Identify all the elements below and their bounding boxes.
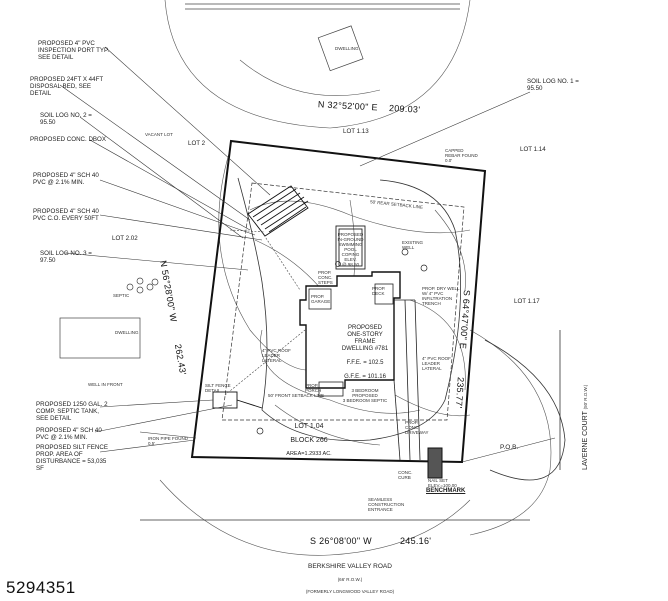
road-former-name: (FORMERLY LONGWOOD VALLEY ROAD) bbox=[305, 589, 395, 594]
road-name: BERKSHIRE VALLEY ROAD bbox=[308, 563, 392, 570]
side-road-row: (50' R.O.W.) bbox=[583, 384, 588, 410]
adjacent-lot-113: LOT 1.13 bbox=[343, 128, 369, 135]
label-leader-right: 4" PVC ROOF LEADER LATERAL bbox=[422, 356, 451, 371]
label-septic: SEPTIC bbox=[113, 293, 130, 298]
callout-leaders bbox=[59, 46, 556, 463]
septic-tank bbox=[212, 391, 263, 409]
callout-septic-tank: PROPOSED 1250 GAL. 2 COMP. SEPTIC TANK, … bbox=[36, 401, 108, 422]
label-nail-set: NAIL SET ELEV.=100.00 bbox=[428, 478, 457, 488]
pool-label: PROPOSED IN-GROUND SWIMMING POOL COPING … bbox=[337, 232, 364, 267]
label-steps: PROP. CONC. STEPS bbox=[318, 270, 333, 285]
south-bearing: S 26°08'00" W 245.16' bbox=[310, 531, 432, 546]
side-road-name: LAVERNE COURT bbox=[582, 411, 589, 470]
callout-inspection-port: PROPOSED 4" PVC INSPECTION PORT TYP. SEE… bbox=[38, 40, 110, 61]
north-distance: 209.03' bbox=[388, 103, 421, 115]
label-benchmark: BENCHMARK bbox=[426, 488, 466, 494]
label-drywell: PROP. DRY WELL W/ 4" PVC INFILTRATION TR… bbox=[422, 286, 460, 306]
disturbance-line bbox=[237, 177, 462, 441]
adjacent-lot-117: LOT 1.17 bbox=[514, 298, 540, 305]
label-vacant-lot: VACANT LOT bbox=[145, 132, 173, 137]
label-front-setback: 50' FRONT SETBACK LINE bbox=[268, 393, 325, 398]
callout-silt-fence: PROPOSED SILT FENCE PROP. AREA OF DISTUR… bbox=[36, 444, 108, 472]
block-number: BLOCK 266 bbox=[290, 437, 328, 444]
dwelling-label: PROPOSED ONE-STORY FRAME DWELLING #781 F… bbox=[330, 318, 400, 410]
label-deck: PROP. DECK bbox=[372, 286, 386, 296]
label-curb: CONC. CURB bbox=[398, 470, 413, 480]
label-silt-detail: SILT FENCE DETAIL bbox=[205, 383, 231, 393]
dwelling-bedroom-note: 3 BEDROOM PROPOSED 3 BEDROOM SEPTIC bbox=[342, 388, 388, 403]
lot-block-label: LOT 1.04 BLOCK 266 AREA=1.2933 AC. bbox=[274, 416, 344, 465]
label-porch: PROP. PORCH bbox=[305, 383, 322, 393]
adjacent-lot-114: LOT 1.14 bbox=[520, 146, 546, 153]
neighbor-features bbox=[59, 25, 364, 359]
label-driveway: PROP. CONC. DRIVEWAY bbox=[405, 420, 429, 435]
road-row: (66' R.O.W.) bbox=[337, 577, 363, 582]
road-label: BERKSHIRE VALLEY ROAD (66' R.O.W.) (FORM… bbox=[290, 556, 410, 601]
callout-sch40-lower: PROPOSED 4" SCH 40 PVC @ 2.1% MIN. bbox=[36, 427, 102, 441]
pipe-lines bbox=[224, 229, 306, 396]
dwelling-ffe: F.F.E. = 102.5 bbox=[346, 360, 384, 366]
side-road-label: LAVERNE COURT (50' R.O.W.) bbox=[582, 385, 589, 470]
label-roof-leader: 4" PVC ROOF LEADER LATERAL bbox=[262, 348, 291, 363]
setback-lines bbox=[221, 182, 465, 421]
label-pob: P.O.B. bbox=[500, 444, 519, 451]
callout-soil-log-1: SOIL LOG NO. 1 = 95.50 bbox=[527, 78, 579, 92]
dwelling-description: PROPOSED ONE-STORY FRAME DWELLING #781 bbox=[341, 325, 389, 352]
driveway bbox=[393, 299, 421, 461]
callout-soil-log-2: SOIL LOG NO. 2 = 95.50 bbox=[40, 112, 92, 126]
adjacent-lot-2: LOT 2 bbox=[188, 140, 206, 147]
disposal-bed bbox=[247, 185, 309, 237]
label-iron-pipe: IRON PIPE FOUND 0.5' bbox=[148, 436, 189, 446]
south-distance: 245.16' bbox=[399, 536, 432, 546]
callout-dbox: PROPOSED CONC. DBOX bbox=[30, 136, 106, 143]
label-dwelling-left: DWELLING bbox=[115, 330, 139, 335]
laverne-court-edge bbox=[484, 330, 566, 481]
label-capped-rebar: CAPPED REBAR FOUND 0.0' bbox=[445, 148, 478, 163]
label-existing-well: EXISTING WELL bbox=[402, 240, 424, 250]
callout-soil-log-3: SOIL LOG NO. 3 = 97.50 bbox=[40, 250, 92, 264]
swimming-pool bbox=[335, 225, 366, 270]
south-bearing-text: S 26°08'00" W bbox=[310, 536, 372, 546]
well-symbols bbox=[256, 248, 428, 435]
callout-sch40-cleanout: PROPOSED 4" SCH 40 PVC C.O. EVERY 50FT bbox=[33, 208, 99, 222]
garage-porch bbox=[308, 283, 394, 397]
callout-sch40-slope: PROPOSED 4" SCH 40 PVC @ 2.1% MIN. bbox=[33, 172, 99, 186]
label-garage: PROP. GARAGE bbox=[311, 294, 331, 304]
label-construction-entrance: SEAMLESS CONSTRUCTION ENTRANCE bbox=[368, 497, 405, 512]
label-dwelling-top: DWELLING bbox=[335, 46, 359, 51]
label-well-front: WELL IN FRONT bbox=[88, 382, 123, 387]
top-road-line bbox=[185, 3, 460, 10]
lot-number: LOT 1.04 bbox=[294, 423, 324, 430]
benchmark-marker bbox=[427, 447, 443, 479]
dwelling-gfe: G.F.E. = 101.16 bbox=[344, 374, 386, 380]
adjacent-lot-202: LOT 2.02 bbox=[112, 235, 138, 242]
lot-area: AREA=1.2933 AC. bbox=[286, 451, 332, 457]
listing-id: 5294351 bbox=[6, 578, 76, 597]
callout-disposal-bed: PROPOSED 24FT X 44FT DISPOSAL BED, SEE D… bbox=[30, 76, 104, 97]
